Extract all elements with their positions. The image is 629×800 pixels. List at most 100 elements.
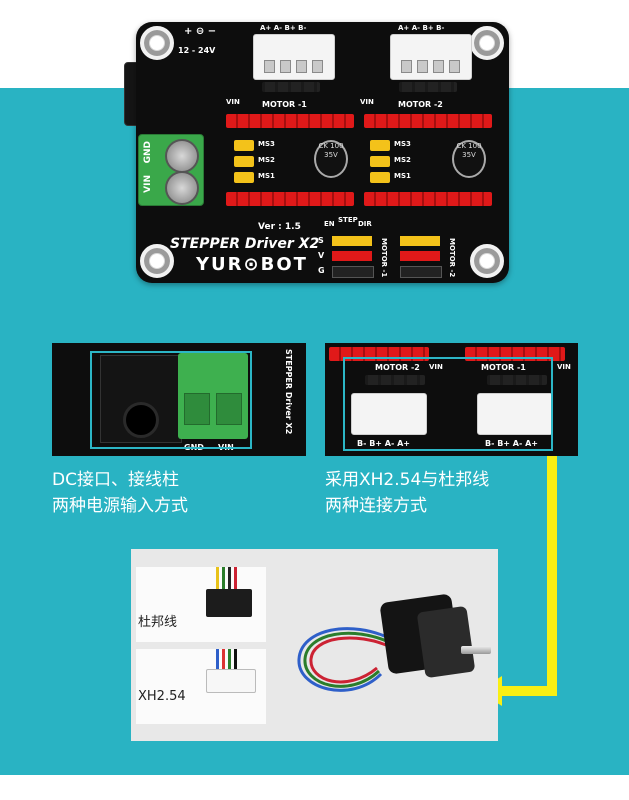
microstep-jumper [370,140,390,151]
mount-hole-icon [470,244,504,278]
signal-pins-v [400,251,440,261]
signal-pins-g [332,266,374,278]
screw-terminal-closeup [178,353,248,439]
xh-panel: XH2.54 [136,649,266,724]
capacitor-icon: CK 100 35V [314,140,348,178]
pin-labels: B- B+ A- A+ [485,439,538,448]
capacitor-icon: CK 100 35V [452,140,486,178]
ms3-label: MS3 [394,140,411,148]
caption-connector-line2: 两种连接方式 [325,496,427,516]
wire-icon [222,649,225,669]
gnd-label: GND [143,141,153,164]
pin-header [399,82,457,92]
power-voltage-label: 12 - 24V [178,46,216,55]
pin-header [365,375,425,385]
wire-icon [216,649,219,669]
vin-label: VIN [557,363,571,371]
stepper-driver-board: + ⊖ − 12 - 24V A+ A- B+ B- A+ A- B+ B- V… [136,22,509,283]
pin-header [487,375,547,385]
driver-socket-top-1 [226,114,354,128]
microstep-jumper [234,140,254,151]
signal-pins-v [332,251,372,261]
motor1-pin-labels: A+ A- B+ B- [260,24,307,32]
ms3-label: MS3 [258,140,275,148]
motor1-vertical-label: MOTOR -1 [380,238,388,278]
motor-cable-icon [297,627,392,692]
motor2-vertical-label: MOTOR -2 [448,238,456,278]
highlight-frame [343,357,553,451]
caption-connector-line1: 采用XH2.54与杜邦线 [325,470,490,490]
ms1-label: MS1 [394,172,411,180]
version-label: Ver : 1.5 [258,222,301,232]
microstep-jumper [370,172,390,183]
power-symbol: + ⊖ − [184,26,217,37]
bottom-white-strip [0,775,629,800]
dupont-connector-icon [206,589,252,617]
wire-icon [228,649,231,669]
step-label: STEP [338,216,358,224]
vin-label: VIN [143,175,153,193]
s-label: S [318,236,324,245]
xh-connector-icon [206,669,256,693]
inset-power-inputs: GND VIN STEPPER Driver X2 [52,343,306,456]
xh-connector-motor2 [390,34,472,80]
dir-label: DIR [358,220,372,228]
motor1-label: MOTOR -1 [481,363,526,372]
driver-socket-top-2 [364,114,492,128]
vin-label: VIN [360,98,374,106]
ms1-label: MS1 [258,172,275,180]
ms2-label: MS2 [394,156,411,164]
board-title: STEPPER Driver X2 [170,236,320,252]
caption-power-line2: 两种电源输入方式 [52,496,188,516]
driver-socket-bottom-2 [364,192,492,206]
signal-pins-s [332,236,372,246]
yurobot-logo: YUR⊙BOT [196,254,308,275]
mount-hole-icon [140,244,174,278]
screw-icon [165,171,199,205]
v-label: V [318,251,325,260]
motor-face [416,605,476,679]
screw-icon [165,139,199,173]
driver-socket-bottom-1 [226,192,354,206]
motor1-label: MOTOR -1 [262,100,307,109]
motor2-label: MOTOR -2 [398,100,443,109]
board-title-vertical: STEPPER Driver X2 [284,349,293,435]
wire-icon [216,567,219,589]
wire-icon [234,649,237,669]
pin-labels: B- B+ A- A+ [357,439,410,448]
ms2-label: MS2 [258,156,275,164]
inset-motor-connectors: MOTOR -2 MOTOR -1 VIN VIN B- B+ A- A+ B-… [325,343,578,456]
microstep-jumper [234,172,254,183]
highlight-frame [90,351,252,449]
motor2-label: MOTOR -2 [375,363,420,372]
pin-header [262,82,320,92]
arrow-line-vertical [547,456,557,696]
motor-photo: 杜邦线 XH2.54 [131,549,498,741]
dupont-label: 杜邦线 [138,615,178,630]
en-label: EN [324,220,335,228]
microstep-jumper [234,156,254,167]
wire-icon [234,567,237,589]
vin-label: VIN [429,363,443,371]
xh-connector-motor2 [351,393,427,435]
wire-icon [222,567,225,589]
vin-label: VIN [226,98,240,106]
microstep-jumper [370,156,390,167]
signal-pins-g [400,266,442,278]
caption-power-line1: DC接口、接线柱 [52,470,179,490]
motor2-pin-labels: A+ A- B+ B- [398,24,445,32]
screw-terminal: GND VIN [138,134,204,206]
mount-hole-icon [140,26,174,60]
dc-jack-closeup [100,355,182,443]
signal-pins-s [400,236,440,246]
wire-icon [228,567,231,589]
motor-shaft [461,646,491,654]
g-label: G [318,266,325,275]
arrow-line-horizontal [500,686,557,696]
dupont-panel: 杜邦线 [136,567,266,642]
xh-connector-motor1 [477,393,553,435]
xh-connector-motor1 [253,34,335,80]
xh-label: XH2.54 [138,689,186,704]
mount-hole-icon [470,26,504,60]
